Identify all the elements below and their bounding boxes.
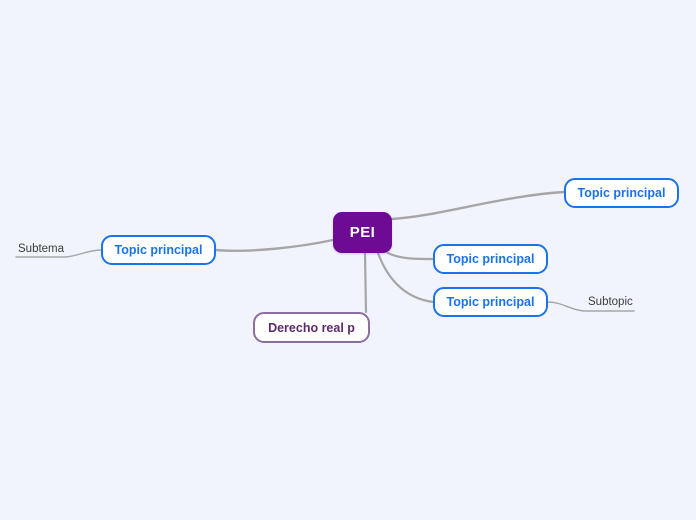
node-topic-low-right[interactable]: Topic principal [433, 287, 548, 317]
branch-root-to-topic-mid-right [386, 251, 435, 261]
node-topic-left-label: Topic principal [114, 243, 203, 257]
branch-root-to-derecho-real [363, 251, 368, 314]
root-node-label: PEI [349, 224, 376, 241]
node-subtema[interactable]: Subtema [18, 240, 88, 258]
node-topic-top-right[interactable]: Topic principal [564, 178, 679, 208]
node-topic-mid-right[interactable]: Topic principal [433, 244, 548, 274]
node-topic-mid-right-label: Topic principal [446, 252, 535, 266]
branch-root-to-topic-left [214, 238, 335, 252]
branch-root-to-topic-top-right [390, 190, 566, 221]
node-subtopic-label: Subtopic [588, 296, 633, 308]
node-derecho-real-label: Derecho real p [268, 320, 355, 335]
node-subtema-label: Subtema [18, 243, 65, 255]
node-subtopic[interactable]: Subtopic [588, 293, 658, 311]
node-topic-low-right-label: Topic principal [446, 295, 535, 309]
branch-root-to-topic-low-right [376, 251, 435, 304]
node-derecho-real[interactable]: Derecho real p [253, 312, 370, 343]
node-topic-left[interactable]: Topic principal [101, 235, 216, 265]
root-node-pei[interactable]: PEI [333, 212, 392, 253]
node-topic-top-right-label: Topic principal [577, 186, 666, 200]
